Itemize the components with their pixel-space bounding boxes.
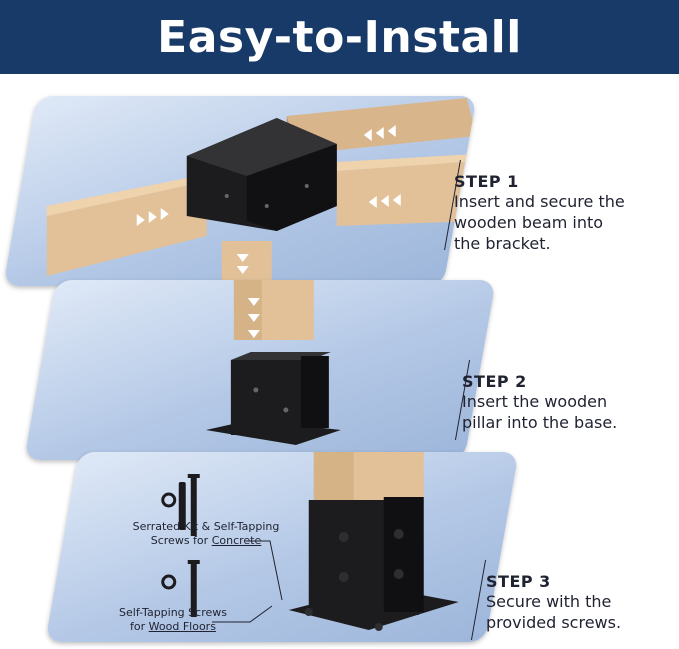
step3-line-2: provided screws. <box>486 613 622 632</box>
step1-illustration-panel <box>3 96 477 286</box>
step1-line-2: wooden beam into <box>454 213 604 232</box>
step3-text-block: STEP 3 Secure with the provided screws. <box>486 572 621 633</box>
step1-line-1: Insert and secure the <box>454 192 625 211</box>
concrete-label-line-1: Serrated Kit & Self-Tapping <box>132 520 280 533</box>
pillar-base-illustration <box>205 280 341 445</box>
concrete-underlined: Concrete <box>211 534 262 547</box>
beam-bracket-illustration <box>46 98 477 286</box>
wood-screws-label: Self-Tapping Screws for Wood Floors <box>108 606 238 634</box>
concrete-screws-label: Serrated Kit & Self-Tapping Screws for C… <box>126 520 286 548</box>
step2-line-1: Insert the wooden <box>462 392 608 411</box>
step1-text-block: STEP 1 Insert and secure the wooden beam… <box>454 172 625 254</box>
page-title: Easy-to-Install <box>157 11 522 63</box>
step3-title: STEP 3 <box>486 572 551 591</box>
wood-label-line-2: for Wood Floors <box>130 620 216 633</box>
header-banner: Easy-to-Install <box>0 0 679 74</box>
wood-label-line-1: Self-Tapping Screws <box>119 606 227 619</box>
step3-line-1: Secure with the <box>486 592 612 611</box>
step1-line-3: the bracket. <box>454 234 551 253</box>
step2-title: STEP 2 <box>462 372 527 391</box>
step1-title: STEP 1 <box>454 172 519 191</box>
step2-text-block: STEP 2 Insert the wooden pillar into the… <box>462 372 617 433</box>
step2-illustration-panel <box>24 280 496 460</box>
screws-base-illustration <box>161 452 459 631</box>
wood-underlined: Wood Floors <box>148 620 216 633</box>
step3-illustration-panel <box>45 452 519 642</box>
concrete-label-line-2: Screws for Concrete <box>150 534 262 547</box>
step2-line-2: pillar into the base. <box>462 413 618 432</box>
